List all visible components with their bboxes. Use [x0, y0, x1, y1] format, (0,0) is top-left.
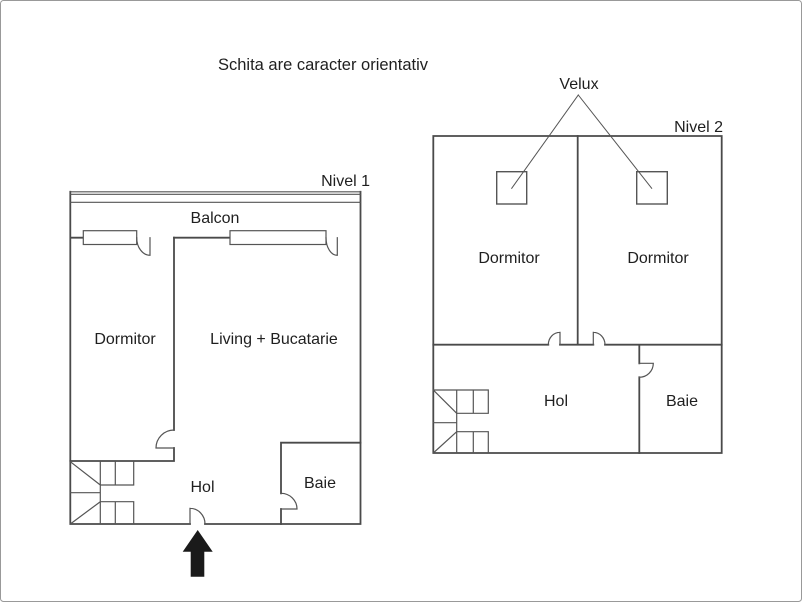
window-left — [82, 230, 138, 246]
entrance-arrow-icon — [182, 530, 213, 577]
room-label-bedroom-l1: Dormitor — [94, 331, 156, 348]
room-label-hall-l1: Hol — [190, 479, 214, 496]
level1-label: Nivel 1 — [321, 173, 370, 190]
room-label-bedroom-left-l2: Dormitor — [478, 250, 540, 267]
room-label-bedroom-right-l2: Dormitor — [627, 250, 689, 267]
room-label-living: Living + Bucatarie — [210, 331, 338, 348]
room-label-hall-l2: Hol — [544, 393, 568, 410]
level1-details — [69, 191, 362, 525]
bedroom-door — [155, 429, 175, 449]
bath-door-level1 — [280, 492, 298, 510]
labels: Schita are caracter orientativ Nivel 1 B… — [94, 56, 723, 496]
level2-interior-walls — [432, 135, 723, 454]
balcony-door-right — [325, 237, 338, 256]
sketch-title: Schita are caracter orientativ — [218, 56, 429, 74]
level2-exterior-walls — [432, 135, 723, 454]
bedroom-left-door — [547, 331, 561, 346]
bath-door-level2 — [638, 362, 654, 378]
level2-stairs — [432, 389, 489, 454]
level1-interior-walls — [69, 236, 362, 525]
level1-walls — [69, 190, 362, 525]
level2-plan — [432, 94, 723, 454]
velux-pointer-lines — [511, 94, 653, 190]
balcony-door-left — [136, 237, 151, 256]
skylight-label: Velux — [559, 76, 598, 93]
balcony-railing — [69, 191, 362, 203]
level1-stairs — [69, 460, 135, 525]
level2-walls — [432, 135, 723, 454]
level1-plan — [69, 190, 362, 577]
room-label-bath-l2: Baie — [666, 393, 698, 410]
entrance-door — [189, 507, 206, 525]
room-label-balcony: Balcon — [191, 210, 240, 227]
level2-label: Nivel 2 — [674, 119, 723, 136]
level2-details — [432, 94, 669, 454]
window-right — [229, 230, 327, 246]
room-label-bath-l1: Baie — [304, 475, 336, 492]
skylight-right-icon — [636, 170, 669, 205]
bedroom-right-door — [592, 331, 606, 346]
level1-exterior-walls — [69, 190, 362, 525]
